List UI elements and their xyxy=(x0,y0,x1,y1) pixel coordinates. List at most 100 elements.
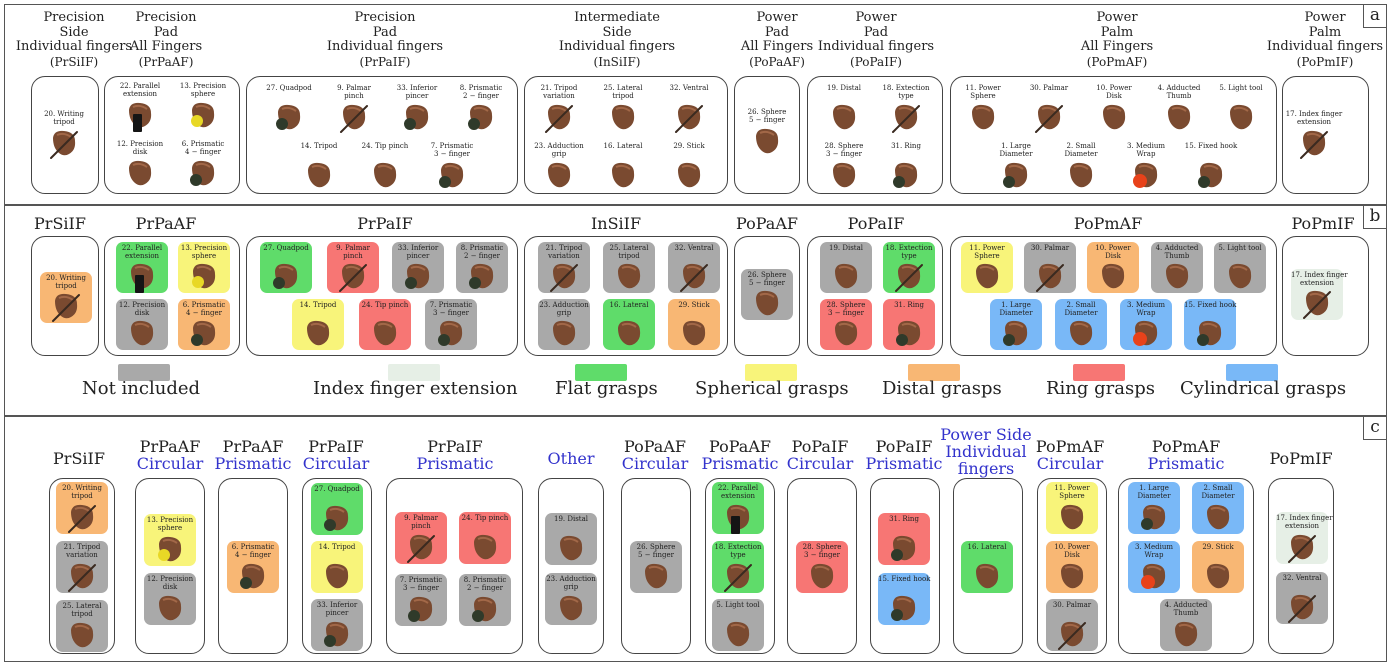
hand-icon xyxy=(672,158,706,192)
hand-icon xyxy=(1201,559,1235,593)
grasp-label-g13: 13. Precision sphere xyxy=(180,244,228,260)
hand-icon xyxy=(301,316,335,350)
grasp-label-g32: 32. Ventral xyxy=(1282,574,1322,582)
panel-c-header-acronym: PoPaIF xyxy=(791,437,849,456)
hand-icon xyxy=(1064,158,1098,192)
grasp-label-g24: 24. Tip pinch xyxy=(361,301,409,309)
panel-c-group-box xyxy=(538,478,604,654)
panel-c-header-subtype: Circular xyxy=(621,454,689,473)
hand-icon xyxy=(302,158,336,192)
hand-icon xyxy=(1129,316,1163,350)
legend-label: Index finger extension xyxy=(313,378,518,399)
legend-swatch-flat xyxy=(575,364,627,381)
grasp-label-g14: 14. Tripod xyxy=(300,142,338,150)
legend-label: Spherical grasps xyxy=(695,378,849,399)
grasp-label-g30: 30. Palmar xyxy=(1029,84,1069,92)
hand-icon xyxy=(829,316,863,350)
hand-icon xyxy=(1160,259,1194,293)
hand-icon xyxy=(887,591,921,625)
grasp-label-g24: 24. Tip pinch xyxy=(361,142,409,150)
hand-icon xyxy=(1223,259,1257,293)
panel-b-header: InSiIF xyxy=(590,214,642,233)
legend-swatch-not_included xyxy=(118,364,170,381)
panel-a-header-acronym: (PrPaIF) xyxy=(359,54,411,69)
panel-a: a xyxy=(4,4,1387,205)
panel-c-header-subtype: Circular xyxy=(1036,454,1104,473)
grasp-label-g4: 4. Adducted Thumb xyxy=(1164,601,1208,617)
panel-a-header-line: Individual fingers xyxy=(1266,39,1384,54)
panel-c-header-subtype: Circular xyxy=(302,454,370,473)
hand-icon xyxy=(542,158,576,192)
panel-c-group-box xyxy=(135,478,205,654)
hand-icon xyxy=(272,100,306,134)
grasp-label-g5: 5. Light tool xyxy=(1219,84,1263,92)
grasp-label-g4: 4. Adducted Thumb xyxy=(1157,84,1201,100)
panel-c-header: PoPmIF xyxy=(1241,450,1361,467)
hand-icon xyxy=(1162,100,1196,134)
hand-icon xyxy=(400,100,434,134)
grasp-label-g11: 11. Power Sphere xyxy=(969,244,1005,260)
panel-c-group-box xyxy=(1268,478,1334,654)
panel-c-group-box xyxy=(302,478,372,654)
panel-c-header-acronym: PoPaIF xyxy=(875,437,933,456)
panel-c-header-subtype: Prismatic xyxy=(865,454,943,473)
panel-c-group-box xyxy=(953,478,1023,654)
panel-a-header-line: Precision xyxy=(135,10,197,25)
panel-b-header: PrPaIF xyxy=(357,214,413,233)
hand-icon xyxy=(1137,500,1171,534)
panel-c-header-acronym: PoPmAF xyxy=(1035,437,1105,456)
panel-c-header-acronym: PrPaIF xyxy=(308,437,364,456)
hand-icon xyxy=(123,98,157,132)
grasp-label-g28: 28. Sphere 3 − finger xyxy=(802,543,842,559)
panel-a-header-line: Pad xyxy=(863,24,889,40)
hand-icon xyxy=(434,316,468,350)
hand-icon xyxy=(320,617,354,651)
hand-icon xyxy=(805,559,839,593)
grasp-label-g9: 9. Palmar pinch xyxy=(336,244,370,260)
grasp-label-g23: 23. Adduction grip xyxy=(534,142,584,158)
grasp-label-g18: 18. Extection type xyxy=(885,244,933,260)
hand-icon xyxy=(970,559,1004,593)
panel-c-group-box xyxy=(705,478,775,654)
panel-b-group-box xyxy=(104,236,240,356)
hand-icon xyxy=(612,259,646,293)
grasp-label-g20: 20. Writing tripod xyxy=(44,110,84,126)
grasp-label-g4: 4. Adducted Thumb xyxy=(1155,244,1199,260)
grasp-label-g29: 29. Stick xyxy=(1202,543,1234,551)
hand-icon xyxy=(827,100,861,134)
legend-label: Flat grasps xyxy=(555,378,658,399)
hand-icon xyxy=(1297,126,1331,160)
panel-a-header-acronym: (PoPaIF) xyxy=(850,54,902,69)
hand-icon xyxy=(1055,559,1089,593)
grasp-label-g33: 33. Inferior pincer xyxy=(316,601,358,617)
hand-icon xyxy=(970,259,1004,293)
hand-icon xyxy=(404,530,438,564)
panel-c-header-acronym: PrPaIF xyxy=(427,437,483,456)
panel-b-group-box xyxy=(807,236,943,356)
hand-icon xyxy=(892,259,926,293)
hand-icon xyxy=(337,100,371,134)
hand-icon xyxy=(606,100,640,134)
hand-icon xyxy=(554,531,588,565)
grasp-label-g24: 24. Tip pinch xyxy=(461,514,509,522)
legend-swatch-distal xyxy=(908,364,960,381)
hand-icon xyxy=(123,156,157,190)
hand-icon xyxy=(1193,316,1227,350)
grasp-label-g21: 21. Tripod variation xyxy=(540,84,578,100)
grasp-label-g16: 16. Lateral xyxy=(609,301,649,309)
panel-a-header-line: All Fingers xyxy=(129,39,203,54)
grasp-label-g6: 6. Prismatic 4 − finger xyxy=(182,301,226,317)
panel-a-header-line: Precision xyxy=(43,10,105,25)
panel-a-header-acronym: (PoPmIF) xyxy=(1296,54,1354,69)
grasp-label-g18: 18. Extection type xyxy=(882,84,930,100)
hand-icon xyxy=(1096,259,1130,293)
panel-a-header-acronym: (PoPaAF) xyxy=(749,54,805,69)
hand-icon xyxy=(125,316,159,350)
grasp-label-g28: 28. Sphere 3 − finger xyxy=(826,301,866,317)
grasp-label-g29: 29. Stick xyxy=(678,301,710,309)
panel-a-header-line: Power xyxy=(855,10,897,25)
grasp-label-g27: 27. Quadpod xyxy=(266,84,312,92)
